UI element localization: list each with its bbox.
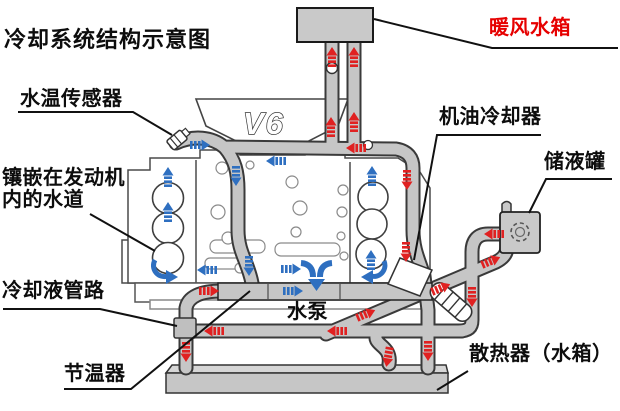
pipe-port-circle [325,61,339,75]
cylinder-bores [151,181,389,275]
water-temp-sensor-device [166,127,191,151]
label-reservoir: 储液罐 [544,151,606,173]
reservoir-tank [499,200,541,254]
diagram-title: 冷却系统结构示意图 [4,27,212,52]
label-coolant-pipes: 冷却液管路 [2,280,105,302]
label-engine-waterways-line1: 镶嵌在发动机 [2,167,125,189]
leader-lines [3,18,618,391]
label-water-pump: 水泵 [287,301,328,323]
label-radiator: 散热器（水箱） [469,343,613,365]
label-heater-core: 暖风水箱 [489,17,571,39]
label-thermostat: 节温器 [64,363,126,385]
thermostat-fitting [173,317,197,339]
label-engine-waterways: 镶嵌在发动机 内的水道 [2,167,125,211]
radiator-body [164,364,449,394]
label-oil-cooler: 机油冷却器 [439,106,542,128]
heater-core-box [296,7,374,43]
engine-v6-badge: V6 [243,106,285,141]
oil-cooler-body [386,257,473,323]
cold-flow-arrows [150,139,388,297]
label-water-temp-sensor: 水温传感器 [20,88,123,110]
label-engine-waterways-line2: 内的水道 [2,188,84,211]
merge-arrow [300,260,333,291]
